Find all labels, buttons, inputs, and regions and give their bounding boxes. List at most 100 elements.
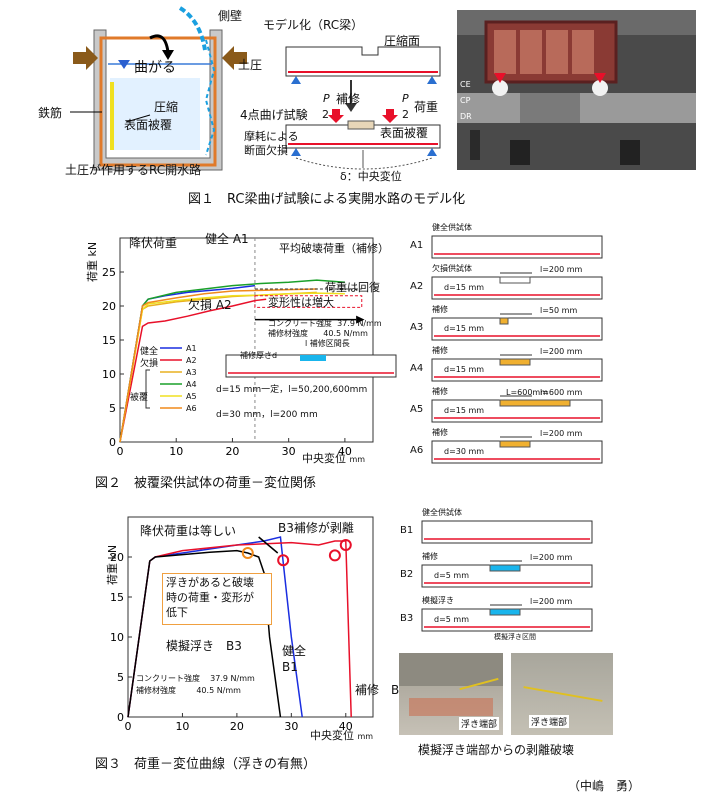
failure-marker-2 [328,549,341,562]
specimen-length: l=200 mm [540,429,583,438]
fig2-cond1: d=15 mm一定，l=50,200,600mm [216,385,368,395]
fig1-repair: 補修 [336,92,361,106]
fig1-four-point: 4点曲げ試験 [240,108,308,122]
y-tick-label: 20 [102,300,116,313]
y-tick-label: 20 [110,551,124,564]
specimen-sketch [431,272,603,300]
x-tick-label: 20 [230,720,244,733]
figure-1-diagram [70,6,696,171]
specimen-length: l=200 mm [540,347,583,356]
failure-marker-1 [277,554,290,567]
specimen-extra: L=600mm [506,388,549,397]
fig3-photo-label-2: 浮き端部 [529,715,570,728]
specimen-id: A4 [410,363,424,374]
specimen-title: 補修 [422,552,438,561]
fig2-legend-coat: 被覆 [130,393,149,403]
specimen-title: 健全供試体 [432,223,472,232]
fig2-legend-sound: 健全 [140,347,159,357]
fig3-ylabel: 荷重 kN [106,544,119,585]
x-tick-label: 30 [284,720,298,733]
recover-box [254,295,363,308]
fig1-modeling: モデル化（RC梁） [263,18,364,32]
y-tick-label: 0 [109,436,116,449]
x-tick-label: 0 [117,445,124,458]
specimen-depth: d=15 mm [444,406,485,415]
specimen-id: A2 [410,281,424,292]
specimen-sketch [431,235,603,259]
earth-pressure-arrow-right [222,46,247,70]
fig2-xlabel: 中央変位 mm [302,452,366,465]
fig3-ann-sound: 健全 B1 [282,644,307,674]
fig3-xlabel: 中央変位 mm [310,729,374,742]
specimen-title: 模擬浮き [422,596,454,605]
fig1-caption: 図１ RC梁曲げ試験による実開水路のモデル化 [188,192,466,207]
fig3-photo-1: 浮き端部 [399,653,503,735]
x-tick-label: 40 [338,445,352,458]
legend-bracket [145,369,150,409]
specimen-b2: B2 補修 d=5 mm l=200 mm [390,551,600,595]
fig1-load-right-den: 2 [402,108,409,121]
y-tick-label: 5 [117,671,124,684]
fig2-ann-defect: 欠損 A2 [188,298,232,312]
specimen-length: l=200 mm [540,265,583,274]
plot-frame [127,516,374,718]
fig1-load-left-den: 2 [322,108,329,121]
fig1-bend: 曲がる [134,60,176,76]
fig2-spec1: コンクリート強度 37.9 N/mm [268,319,382,328]
fig1-side-wall: 側壁 [218,9,243,23]
fig2-ann-sound: 健全 A1 [205,232,249,246]
fig3-caption: 図３ 荷重－変位曲線（浮きの有無） [95,757,317,772]
x-tick-label: 10 [175,720,189,733]
fig2-legend-a1: A1 [186,344,197,353]
y-tick-label: 15 [110,591,124,604]
fig3-note-box [162,573,272,625]
fig2-ann-recover: 荷重は回復 [325,281,380,294]
specimen-length: l=200 mm [530,553,573,562]
fig3-ann-yield: 降伏荷重は等しい [140,524,237,538]
b3-arrow [258,536,279,554]
earth-pressure-arrow-left [73,46,98,70]
specimen-a1: A1 健全供試体 [400,222,610,263]
specimen-sketch [431,395,603,423]
fig2-legend-a2: A2 [186,356,197,365]
x-tick-label: 10 [169,445,183,458]
fig3-spec1: コンクリート強度 37.9 N/mm [136,674,255,683]
fig3-photo-label-1: 浮き端部 [459,717,500,730]
specimen-id: B1 [400,525,414,536]
specimen-depth: d=5 mm [434,571,469,580]
y-tick-label: 5 [109,402,116,415]
fig2-ann-deform: 変形性は増大 [268,296,334,309]
specimen-depth: d=30 mm [444,447,485,456]
specimen-beam [431,235,603,259]
fig1-comp-face: 圧縮面 [384,34,421,48]
x-tick-label: 0 [125,720,132,733]
y-tick-label: 10 [110,631,124,644]
author: （中嶋 勇） [568,779,641,793]
specimen-id: B2 [400,569,414,580]
fig2-legend-a5: A5 [186,392,197,401]
fig1-photo-tag-1: CE [460,80,471,89]
fig2-legend-a4: A4 [186,380,197,389]
fig1-load-right: P [402,92,409,105]
x-tick-label: 30 [282,445,296,458]
specimen-sketch [431,436,603,464]
fig3-photo-2: 浮き端部 [511,653,613,735]
specimen-extra: 模擬浮き区間 [494,633,536,641]
fig3-ann-b3: B3補修が剥離 [278,521,354,535]
fig2-spec2: 補修材強度 40.5 N/mm [268,329,368,338]
specimen-id: A1 [410,240,424,251]
fig1-photo-tag-2: CP [460,96,471,105]
failure-marker-3 [339,539,352,551]
series-a5 [119,292,345,443]
fig1-rebar: 鉄筋 [38,106,63,120]
y-tick-label: 25 [102,266,116,279]
test-photo [457,10,696,170]
fig1-wear-loss: 摩耗による 断面欠損 [244,130,299,157]
